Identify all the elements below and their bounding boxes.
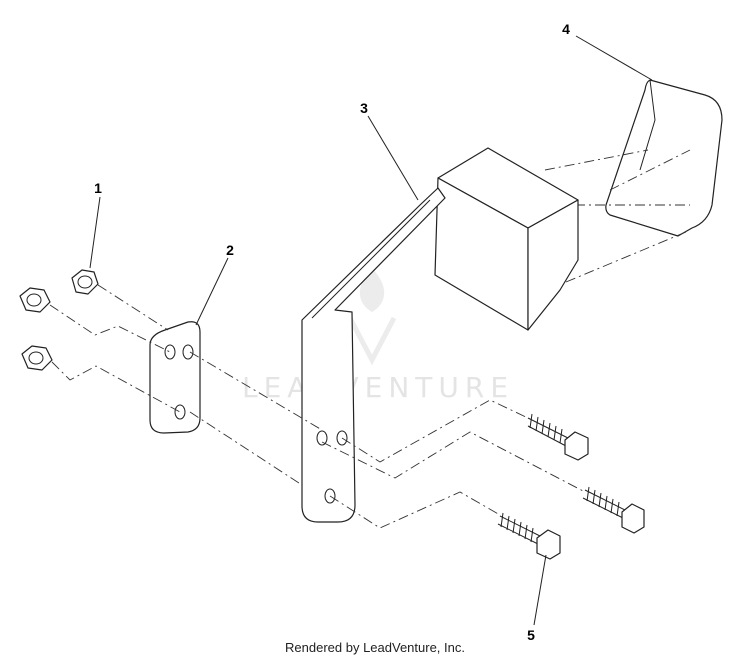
callout-5: 5 [527,627,535,643]
part-1-lock-nut-bottom [21,345,53,371]
leader-2 [195,257,229,326]
part-4-cover [605,79,723,237]
part-5-bolt-lower [497,512,561,560]
leader-1 [89,196,101,269]
callout-4: 4 [562,21,570,37]
part-5-bolt-middle [582,486,645,534]
callout-2: 2 [226,242,234,258]
callout-3: 3 [360,100,368,116]
render-credit: Rendered by LeadVenture, Inc. [285,640,465,655]
part-2-backing-plate [149,321,201,434]
watermark-text: LEADVENTURE [242,371,514,404]
part-1-lock-nut-left [19,287,51,313]
part-3-bracket-arm [301,147,579,523]
leadventure-watermark-logo: LEADVENTURE [242,268,514,404]
leader-3 [367,115,419,201]
part-1-lock-nut-top [71,269,99,295]
part-5-bolt-upper [527,413,589,461]
leader-4 [575,35,653,81]
callout-1: 1 [94,180,102,196]
leader-5 [533,554,547,626]
